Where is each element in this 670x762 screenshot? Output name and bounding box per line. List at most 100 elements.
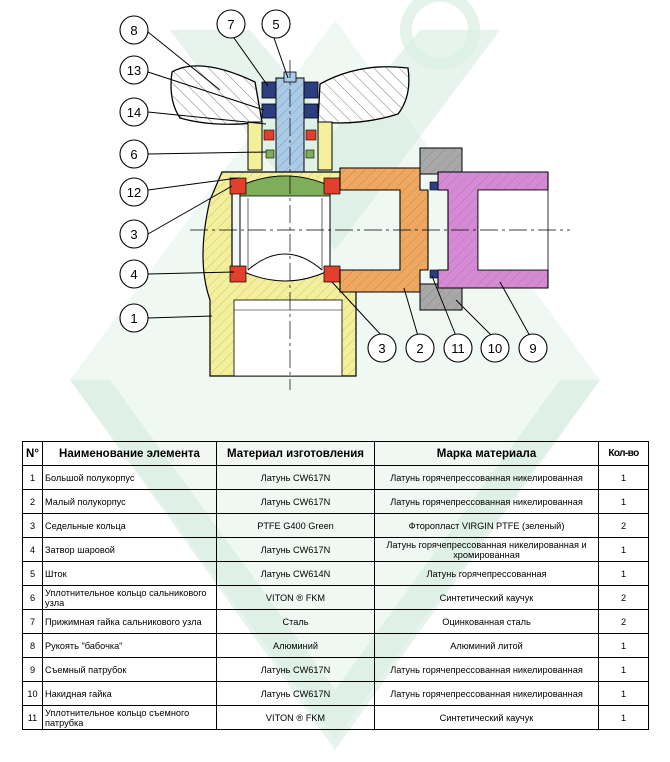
cell-material: Латунь CW617N <box>216 465 375 490</box>
cell-quantity: 1 <box>598 537 649 562</box>
callout-9: 9 <box>518 333 548 363</box>
cell-material-grade: Синтетический каучук <box>374 585 599 610</box>
cell-quantity: 1 <box>598 657 649 682</box>
header-quantity: Кол-во <box>598 441 649 466</box>
cell-material: VITON ® FKM <box>216 585 375 610</box>
svg-text:1: 1 <box>130 311 137 326</box>
header-material: Материал изготовления <box>216 441 375 466</box>
nipple-oring <box>429 181 439 191</box>
butterfly-handle <box>170 65 410 125</box>
cell-element-name: Рукоять "бабочка" <box>42 633 217 658</box>
cell-material-grade: Алюминий литой <box>374 633 599 658</box>
svg-text:13: 13 <box>127 63 141 78</box>
callout-14: 14 <box>119 97 149 127</box>
callout-6: 6 <box>119 139 149 169</box>
cell-material-grade: Латунь горячепрессованная никелированная <box>374 465 599 490</box>
cell-number: 8 <box>22 633 43 658</box>
callout-3-left: 3 <box>119 219 149 249</box>
header-number: N° <box>22 441 43 466</box>
cell-element-name: Седельные кольца <box>42 513 217 538</box>
svg-text:8: 8 <box>130 23 137 38</box>
callout-11: 11 <box>443 333 473 363</box>
svg-text:6: 6 <box>130 147 137 162</box>
svg-text:10: 10 <box>488 341 502 356</box>
seat-rings <box>229 177 341 283</box>
cell-quantity: 1 <box>598 705 649 730</box>
cell-quantity: 1 <box>598 681 649 706</box>
cell-material: Латунь CW617N <box>216 681 375 706</box>
cell-number: 9 <box>22 657 43 682</box>
cell-element-name: Затвор шаровой <box>42 537 217 562</box>
header-material-grade: Марка материала <box>374 441 599 466</box>
cell-material-grade: Оцинкованная сталь <box>374 609 599 634</box>
cell-material: Латунь CW617N <box>216 489 375 514</box>
cell-quantity: 2 <box>598 585 649 610</box>
cell-element-name: Съемный патрубок <box>42 657 217 682</box>
callout-7: 7 <box>216 9 246 39</box>
callout-2: 2 <box>405 333 435 363</box>
callout-8: 8 <box>119 15 149 45</box>
cell-quantity: 2 <box>598 513 649 538</box>
parts-specification-table: N° Наименование элемента Материал изгото… <box>22 441 649 730</box>
stem-orings <box>263 129 317 159</box>
svg-text:9: 9 <box>529 341 536 356</box>
cell-quantity: 1 <box>598 489 649 514</box>
ball <box>239 175 331 282</box>
cell-element-name: Малый полукорпус <box>42 489 217 514</box>
callout-3-bottom: 3 <box>367 333 397 363</box>
svg-text:3: 3 <box>378 341 385 356</box>
svg-text:7: 7 <box>227 17 234 32</box>
cell-element-name: Уплотнительное кольцо съемного патрубка <box>42 705 217 730</box>
table-header-row: N° Наименование элемента Материал изгото… <box>22 441 649 466</box>
leader-lines <box>147 31 531 337</box>
cell-material-grade: Латунь горячепрессованная никелированная… <box>374 537 599 562</box>
svg-text:11: 11 <box>451 341 465 356</box>
callout-13: 13 <box>119 55 149 85</box>
svg-text:14: 14 <box>127 105 141 120</box>
cell-material: PTFE G400 Green <box>216 513 375 538</box>
cell-number: 5 <box>22 561 43 586</box>
cell-number: 4 <box>22 537 43 562</box>
cell-number: 6 <box>22 585 43 610</box>
callout-4: 4 <box>119 259 149 289</box>
cell-quantity: 2 <box>598 609 649 634</box>
svg-text:12: 12 <box>127 185 141 200</box>
cell-material: Латунь CW614N <box>216 561 375 586</box>
small-body <box>339 167 429 293</box>
cell-element-name: Уплотнительное кольцо сальникового узла <box>42 585 217 610</box>
svg-text:4: 4 <box>130 267 137 282</box>
svg-text:2: 2 <box>416 341 423 356</box>
cell-number: 1 <box>22 465 43 490</box>
callout-12: 12 <box>119 177 149 207</box>
cell-material-grade: Латунь горячепрессованная никелированная <box>374 489 599 514</box>
cell-material: Сталь <box>216 609 375 634</box>
cell-material-grade: Фторопласт VIRGIN PTFE (зеленый) <box>374 513 599 538</box>
cell-material: Алюминий <box>216 633 375 658</box>
cell-number: 7 <box>22 609 43 634</box>
gland-nut <box>261 81 319 119</box>
cell-quantity: 1 <box>598 561 649 586</box>
cell-number: 11 <box>22 705 43 730</box>
cell-number: 2 <box>22 489 43 514</box>
header-element-name: Наименование элемента <box>42 441 217 466</box>
cell-element-name: Большой полукорпус <box>42 465 217 490</box>
cell-number: 10 <box>22 681 43 706</box>
cell-quantity: 1 <box>598 633 649 658</box>
cell-element-name: Шток <box>42 561 217 586</box>
cell-element-name: Накидная гайка <box>42 681 217 706</box>
valve-section-drawing: 8 7 5 13 14 6 12 3 4 1 3 2 11 10 9 <box>119 9 570 390</box>
callout-10: 10 <box>480 333 510 363</box>
cell-material: VITON ® FKM <box>216 705 375 730</box>
cell-element-name: Прижимная гайка сальникового узла <box>42 609 217 634</box>
